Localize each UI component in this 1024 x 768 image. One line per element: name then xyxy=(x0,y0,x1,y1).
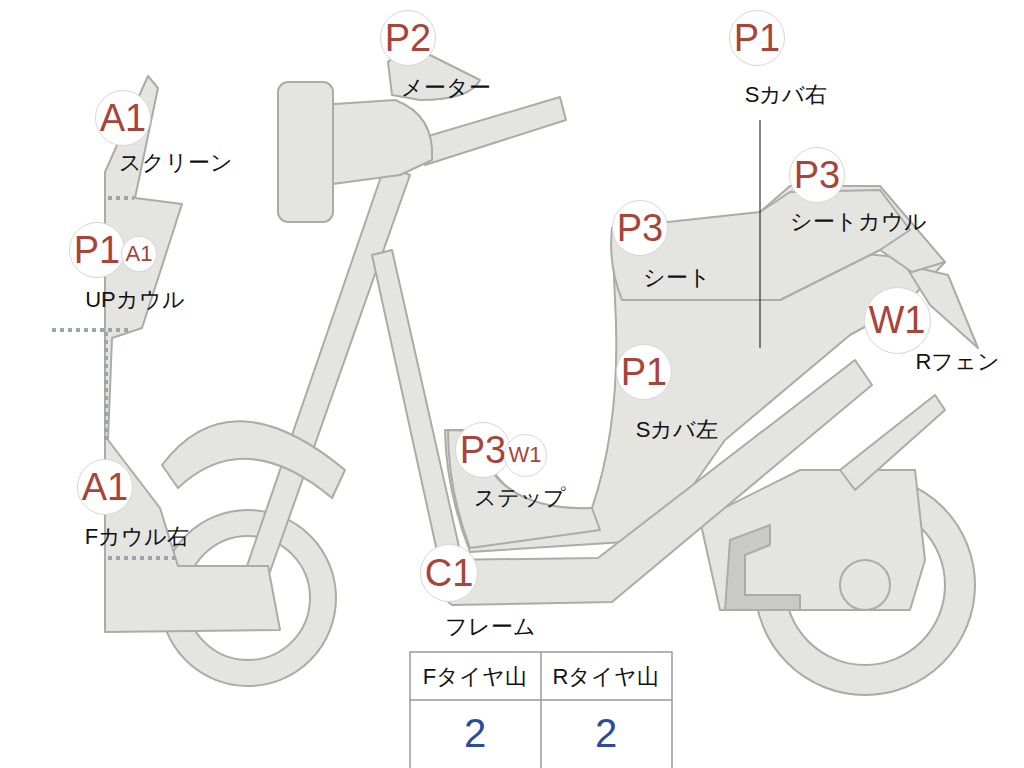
callout-code: P3 xyxy=(460,431,506,469)
callout-circle: P3 xyxy=(612,200,668,256)
callout-code: A1 xyxy=(126,243,153,265)
part-name: シートカウル xyxy=(790,210,927,234)
part-name: ステップ xyxy=(474,486,566,510)
rear-hub xyxy=(840,560,890,610)
callout-code: P3 xyxy=(794,156,840,194)
part-name: Sカバ左 xyxy=(636,418,719,442)
handlebar xyxy=(415,97,566,165)
callout-code: A1 xyxy=(82,468,128,506)
leader-line xyxy=(759,120,760,348)
part-boundary xyxy=(108,556,176,560)
callout-code: P3 xyxy=(617,209,663,247)
front-fender xyxy=(162,421,345,498)
callout-circle: W1 xyxy=(864,287,931,354)
table-rule xyxy=(540,652,542,768)
part-boundary xyxy=(108,196,134,200)
part-name: メーター xyxy=(401,76,491,100)
callout-code: P2 xyxy=(385,19,431,57)
callout-code: A1 xyxy=(100,99,146,137)
callout-circle: P3 xyxy=(789,147,845,203)
front-fork xyxy=(238,165,410,600)
callout-circle: W1 xyxy=(504,434,547,477)
callout-circle: P1 xyxy=(616,344,672,400)
muffler xyxy=(725,525,800,610)
callout-code: W1 xyxy=(509,444,542,466)
part-name: スクリーン xyxy=(119,151,233,175)
part-boundary xyxy=(104,332,108,442)
part-name: シート xyxy=(643,266,711,290)
table-header: Rタイヤ山 xyxy=(553,665,660,689)
callout-circle: P2 xyxy=(380,10,436,66)
table-value: 2 xyxy=(595,711,617,755)
table-value: 2 xyxy=(464,711,486,755)
callout-code: P1 xyxy=(734,19,780,57)
part-name: フレーム xyxy=(445,615,536,639)
part-boundary xyxy=(52,328,132,332)
callout-code: W1 xyxy=(869,301,926,339)
part-name: Sカバ右 xyxy=(745,83,828,107)
part-name: UPカウル xyxy=(85,288,185,312)
step-floor xyxy=(448,430,600,548)
part-name: Rフェン xyxy=(916,350,1001,374)
rear-shock xyxy=(840,395,945,490)
down-tube xyxy=(372,250,462,565)
table-header: Fタイヤ山 xyxy=(423,665,527,689)
callout-circle: P3 xyxy=(455,422,511,478)
headlight-cover xyxy=(278,82,333,222)
callout-circle: C1 xyxy=(420,544,479,603)
table-frame xyxy=(410,652,672,768)
callout-circle: P1 xyxy=(69,222,125,278)
callout-code: P1 xyxy=(621,353,667,391)
callout-code: P1 xyxy=(74,231,120,269)
callout-circle: P1 xyxy=(729,10,785,66)
part-name: Fカウル右 xyxy=(85,525,189,549)
callout-circle: A1 xyxy=(95,90,151,146)
handle-cover xyxy=(320,100,432,185)
callout-circle: A1 xyxy=(77,459,133,515)
callout-code: C1 xyxy=(425,554,474,592)
